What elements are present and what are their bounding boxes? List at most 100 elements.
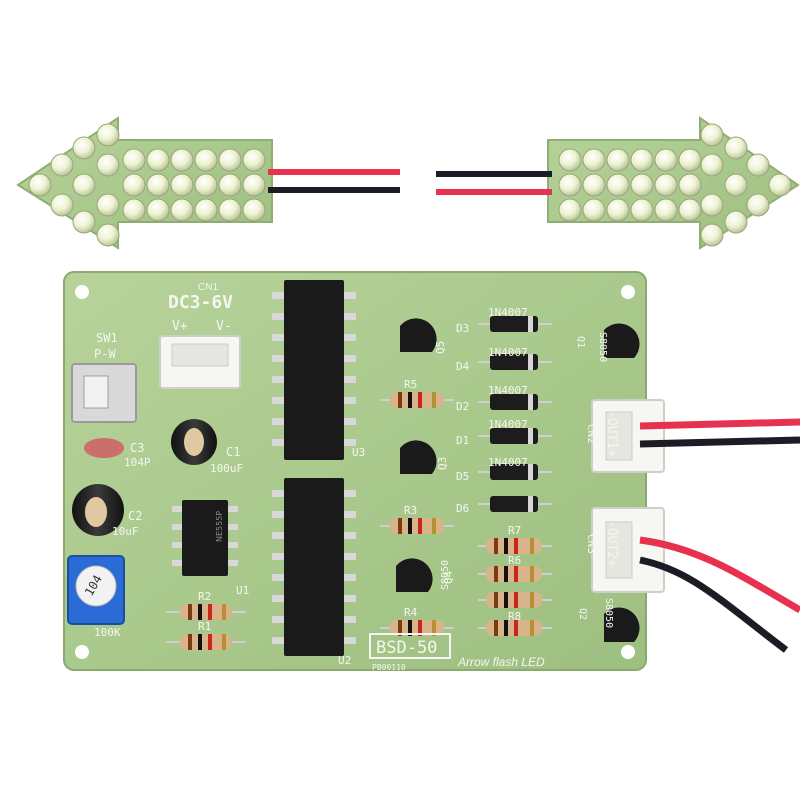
- ic-pin: [272, 418, 284, 425]
- diode-body: [490, 464, 538, 480]
- led: [122, 148, 146, 172]
- led: [606, 173, 630, 197]
- q2-label: Q2: [577, 608, 588, 620]
- ic-pin: [344, 637, 356, 644]
- diode-band: [528, 394, 533, 410]
- ic-pin: [344, 376, 356, 383]
- transistor-q4: [396, 558, 433, 592]
- r2-label: R2: [198, 590, 211, 603]
- led: [146, 173, 170, 197]
- q3-label: Q3: [436, 457, 449, 470]
- led: [96, 123, 120, 147]
- led: [700, 193, 724, 217]
- led: [630, 173, 654, 197]
- led: [96, 153, 120, 177]
- u1-label: U1: [236, 584, 249, 597]
- resistor-r3: [380, 518, 454, 534]
- ic-pin: [344, 574, 356, 581]
- mount-hole: [621, 285, 635, 299]
- ceramic-capacitor-c3: [84, 438, 124, 458]
- r4-label: R4: [404, 606, 418, 619]
- ic-pin: [272, 595, 284, 602]
- pot-value: 100K: [94, 626, 121, 639]
- output-connector-cn3: [591, 507, 665, 593]
- led: [194, 198, 218, 222]
- q1-type: S8050: [597, 332, 608, 362]
- led: [654, 198, 678, 222]
- q4-label: Q4: [442, 570, 455, 584]
- mount-hole: [75, 285, 89, 299]
- led: [700, 123, 724, 147]
- led: [50, 153, 74, 177]
- ic-pin: [344, 334, 356, 341]
- led: [678, 148, 702, 172]
- board-caption: Arrow flash LED: [457, 655, 545, 669]
- led: [72, 210, 96, 234]
- ic-pin: [344, 595, 356, 602]
- ic-pin: [272, 355, 284, 362]
- model-box: [369, 633, 451, 659]
- r3-label: R3: [404, 504, 417, 517]
- d1-label: D1: [456, 434, 469, 447]
- led: [582, 148, 606, 172]
- led: [242, 148, 266, 172]
- mount-hole: [75, 645, 89, 659]
- led: [700, 153, 724, 177]
- diode-band: [528, 428, 533, 444]
- led: [146, 148, 170, 172]
- q4-marking: S8050: [440, 560, 451, 590]
- out1-red-wire: [639, 418, 800, 430]
- led: [558, 148, 582, 172]
- led: [654, 148, 678, 172]
- transistor-q5: [400, 318, 437, 352]
- ic-pin: [344, 313, 356, 320]
- led: [582, 173, 606, 197]
- ic-pin: [272, 616, 284, 623]
- out2-black-wire: [639, 556, 789, 653]
- ic-pin: [272, 637, 284, 644]
- led: [218, 148, 242, 172]
- led: [606, 148, 630, 172]
- led: [146, 198, 170, 222]
- ic-pin: [344, 511, 356, 518]
- out1-label: -OUT1+: [604, 410, 619, 457]
- led: [194, 148, 218, 172]
- ic-pin: [344, 490, 356, 497]
- resistor-r6: [478, 566, 552, 582]
- ic-pin: [344, 532, 356, 539]
- ic-pin: [272, 490, 284, 497]
- ic-pin: [344, 292, 356, 299]
- led: [678, 198, 702, 222]
- mount-hole: [621, 645, 635, 659]
- cn1-label: CN1: [198, 282, 218, 293]
- vminus-label: V-: [216, 319, 232, 334]
- u1-marking: NE555P: [215, 511, 224, 542]
- c2-value: 10uF: [112, 525, 139, 538]
- led: [746, 153, 770, 177]
- diode-body: [490, 394, 538, 410]
- diode-band: [528, 496, 533, 512]
- left-arrow-led-board: [16, 116, 400, 250]
- led: [724, 173, 748, 197]
- led: [96, 223, 120, 247]
- diode-band: [528, 354, 533, 370]
- led: [700, 223, 724, 247]
- d2-label: D2: [456, 400, 469, 413]
- out1-black-wire: [639, 436, 800, 448]
- transistor-q2: [604, 607, 640, 642]
- c2-label: C2: [128, 509, 142, 523]
- transistor-q1: [604, 323, 640, 358]
- led: [678, 173, 702, 197]
- cn3-label: CN3: [585, 534, 598, 554]
- led: [630, 198, 654, 222]
- led: [72, 173, 96, 197]
- resistor-r2: [166, 604, 246, 620]
- output-connector-cn2: [591, 399, 665, 473]
- led: [558, 173, 582, 197]
- switch-pos-label: P-W: [94, 347, 116, 361]
- d6-label: D6: [456, 502, 469, 515]
- out2-label: -OUT2+: [604, 520, 619, 567]
- led: [218, 198, 242, 222]
- led: [654, 173, 678, 197]
- d4-label: D4: [456, 360, 470, 373]
